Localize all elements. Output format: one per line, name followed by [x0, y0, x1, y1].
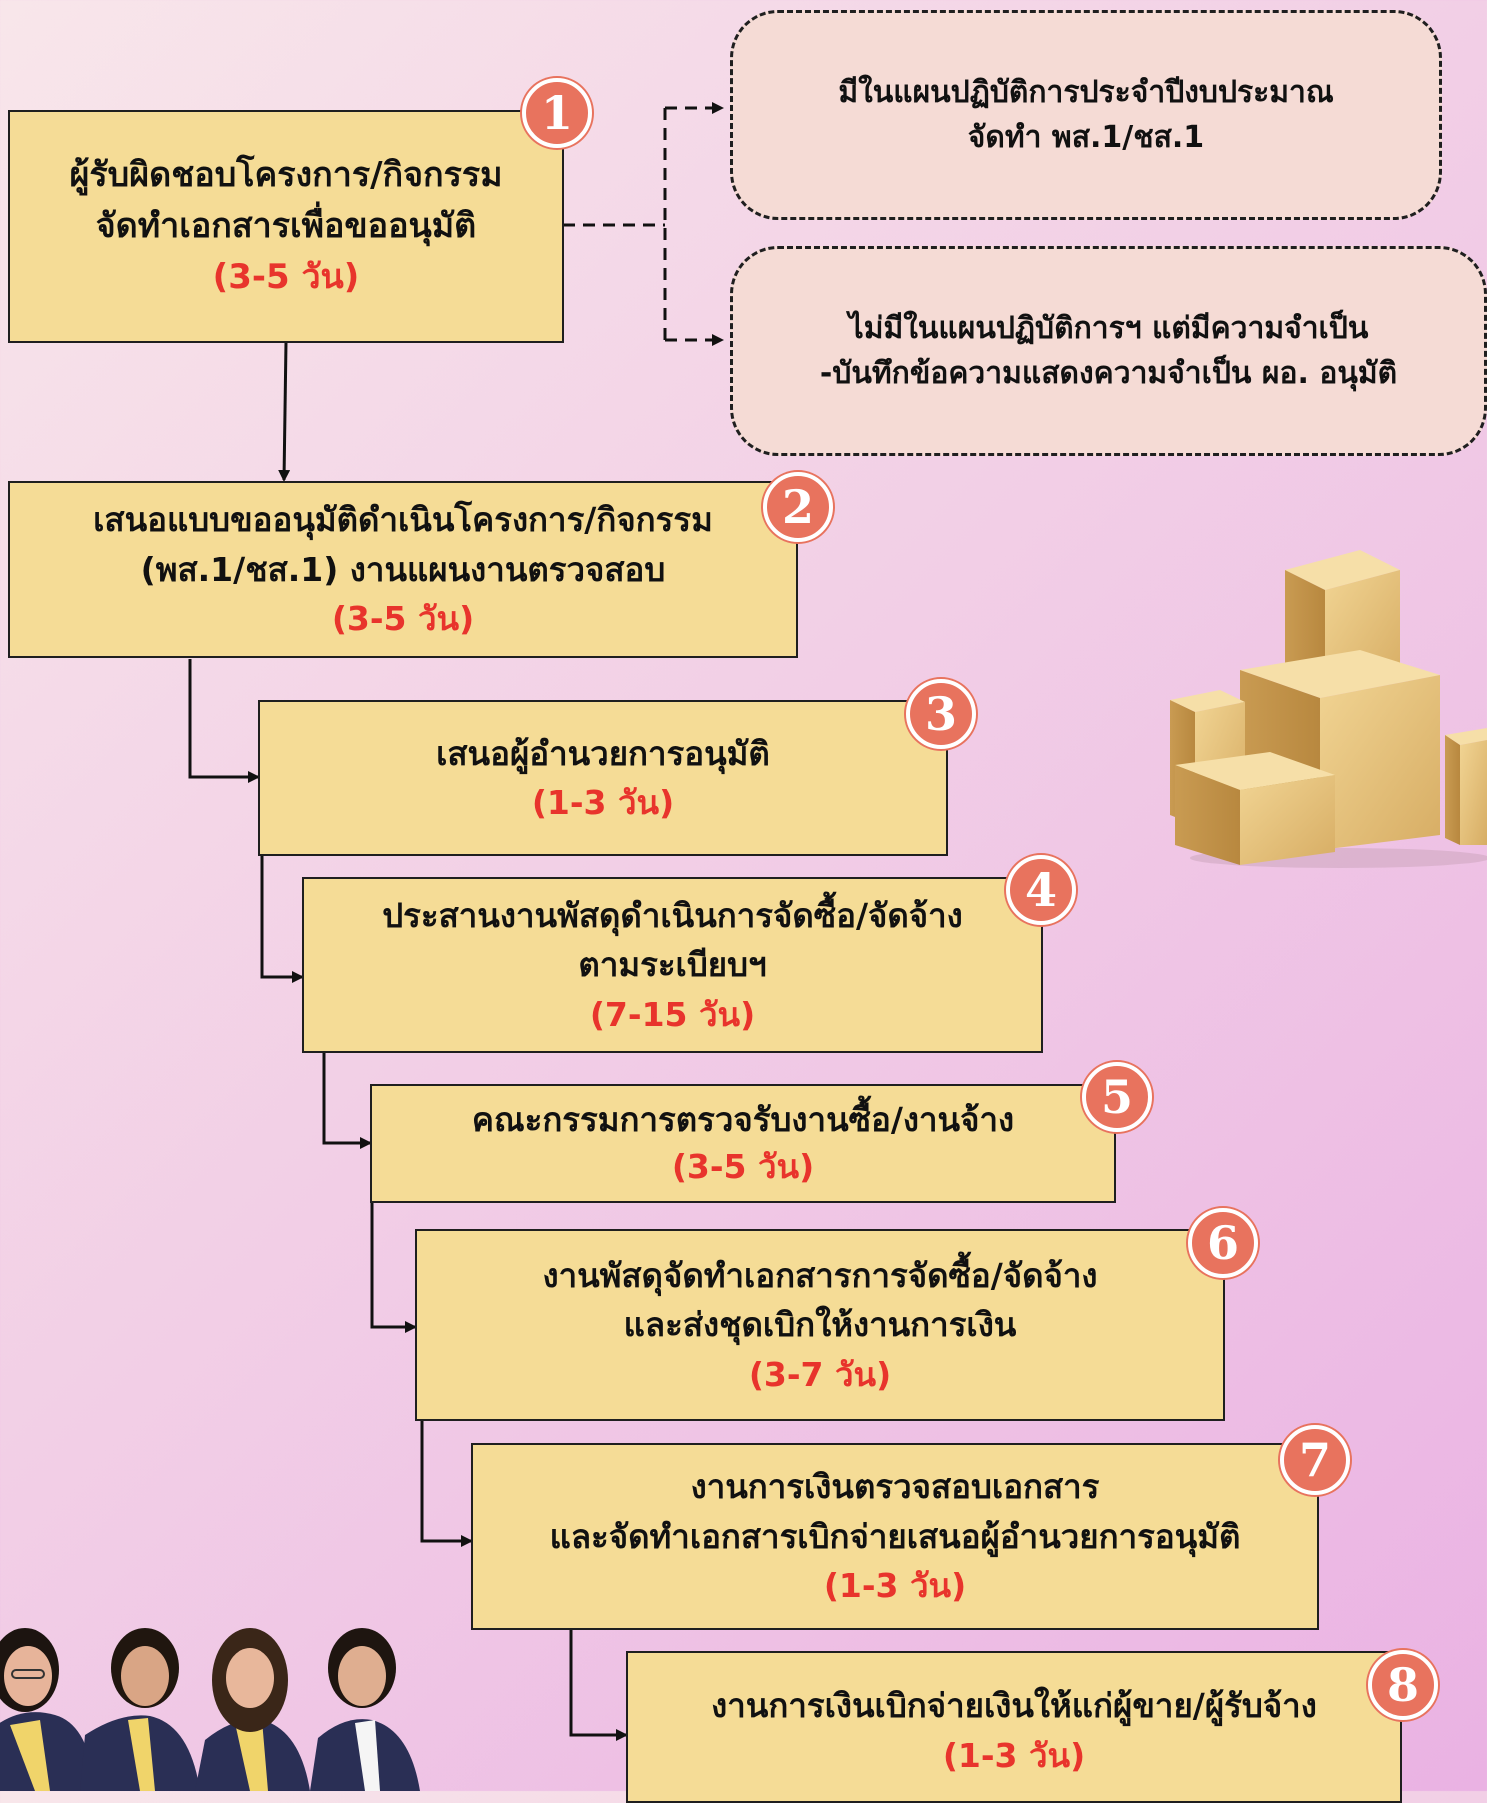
step-1-line-1: ผู้รับผิดชอบโครงการ/กิจกรรม	[69, 155, 503, 195]
branch-in-plan-line-2: จัดทำ พส.1/ชส.1	[967, 120, 1205, 155]
step-4-line-1: ประสานงานพัสดุดำเนินการจัดซื้อ/จัดจ้าง	[382, 895, 963, 935]
step-6-box: งานพัสดุจัดทำเอกสารการจัดซื้อ/จัดจ้าง แล…	[415, 1229, 1225, 1421]
step-2-duration: (3-5 วัน)	[331, 599, 475, 639]
step-2-number-badge: 2	[763, 472, 833, 542]
step-connector	[188, 341, 628, 1741]
step-8-number-badge: 8	[1368, 1650, 1438, 1720]
step-7-line-1: งานการเงินตรวจสอบเอกสาร	[690, 1467, 1100, 1507]
step-1-number-badge: 1	[522, 78, 592, 148]
step-6-number-badge: 6	[1188, 1208, 1258, 1278]
staff-photo-group	[0, 1628, 420, 1791]
step-7-duration: (1-3 วัน)	[823, 1566, 967, 1606]
step-6-duration: (3-7 วัน)	[748, 1354, 892, 1394]
step-1-duration: (3-5 วัน)	[212, 257, 360, 297]
branch-in-plan-line-1: มีในแผนปฏิบัติการประจำปีงบประมาณ	[838, 75, 1334, 110]
step-8-line-1: งานการเงินเบิกจ่ายเงินให้แก่ผู้ขาย/ผู้รั…	[711, 1686, 1317, 1725]
step-4-line-2: ตามระเบียบฯ	[578, 945, 767, 985]
step-8-duration: (1-3 วัน)	[942, 1735, 1086, 1775]
step-6-line-2: และส่งชุดเบิกให้งานการเงิน	[623, 1305, 1017, 1345]
step-6-line-1: งานพัสดุจัดทำเอกสารการจัดซื้อ/จัดจ้าง	[542, 1255, 1098, 1295]
step-7-box: งานการเงินตรวจสอบเอกสาร และจัดทำเอกสารเบ…	[471, 1443, 1319, 1630]
step-7-line-2: และจัดทำเอกสารเบิกจ่ายเสนอผู้อำนวยการอนุ…	[549, 1516, 1241, 1556]
step-3-number-badge: 3	[906, 679, 976, 749]
cardboard-boxes-illustration	[1170, 550, 1487, 868]
branch-not-in-plan-line-2: -บันทึกข้อความแสดงความจำเป็น ผอ. อนุมัติ	[819, 356, 1398, 391]
staff-person-1	[0, 1628, 95, 1791]
step-4-box: ประสานงานพัสดุดำเนินการจัดซื้อ/จัดจ้าง ต…	[302, 877, 1043, 1053]
step-5-duration: (3-5 วัน)	[671, 1146, 815, 1186]
step-4-number-badge: 4	[1006, 855, 1076, 925]
step-4-duration: (7-15 วัน)	[589, 994, 756, 1034]
step-2-box: เสนอแบบขออนุมัติดำเนินโครงการ/กิจกรรม (พ…	[8, 481, 798, 658]
step-3-box: เสนอผู้อำนวยการอนุมัติ (1-3 วัน)	[258, 700, 948, 856]
step-3-duration: (1-3 วัน)	[531, 783, 675, 822]
step-5-box: คณะกรรมการตรวจรับงานซื้อ/งานจ้าง (3-5 วั…	[370, 1084, 1116, 1203]
step-5-line-1: คณะกรรมการตรวจรับงานซื้อ/งานจ้าง	[471, 1100, 1015, 1140]
step-2-line-2: (พส.1/ชส.1) งานแผนงานตรวจสอบ	[140, 549, 666, 589]
step-7-number-badge: 7	[1280, 1425, 1350, 1495]
step-5-number-badge: 5	[1082, 1062, 1152, 1132]
branch-in-plan-box: มีในแผนปฏิบัติการประจำปีงบประมาณ จัดทำ พ…	[730, 10, 1442, 220]
step-8-box: งานการเงินเบิกจ่ายเงินให้แก่ผู้ขาย/ผู้รั…	[626, 1651, 1402, 1803]
step-2-line-1: เสนอแบบขออนุมัติดำเนินโครงการ/กิจกรรม	[93, 500, 713, 540]
branch-not-in-plan-line-1: ไม่มีในแผนปฏิบัติการฯ แต่มีความจำเป็น	[848, 311, 1369, 346]
step-1-line-2: จัดทำเอกสารเพื่อขออนุมัติ	[95, 206, 477, 246]
branch-not-in-plan-box: ไม่มีในแผนปฏิบัติการฯ แต่มีความจำเป็น -บ…	[730, 246, 1487, 456]
staff-person-4	[310, 1628, 420, 1791]
step-3-line-1: เสนอผู้อำนวยการอนุมัติ	[436, 733, 770, 773]
branch-connector	[563, 102, 724, 346]
staff-person-2	[80, 1628, 200, 1791]
staff-person-3	[195, 1628, 310, 1791]
step-1-box: ผู้รับผิดชอบโครงการ/กิจกรรม จัดทำเอกสารเ…	[8, 110, 564, 343]
